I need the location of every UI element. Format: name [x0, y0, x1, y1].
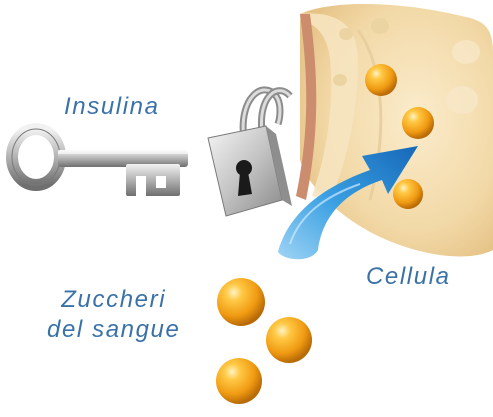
key-icon	[12, 129, 188, 196]
cell-label: Cellula	[366, 262, 451, 292]
blood-sugar-label: Zuccheri del sangue	[47, 285, 180, 345]
glucose-sphere-icon	[402, 107, 434, 139]
blood-sugar-label-line1: Zuccheri	[47, 285, 180, 315]
insulin-label: Insulina	[64, 92, 160, 122]
blood-sugar-label-line2: del sangue	[47, 315, 180, 345]
glucose-sphere-icon	[266, 317, 312, 363]
glucose-sphere-icon	[216, 358, 262, 404]
glucose-sphere-icon	[393, 179, 423, 209]
padlock-icon	[208, 90, 292, 216]
glucose-sphere-icon	[365, 64, 397, 96]
glucose-sphere-icon	[217, 278, 265, 326]
